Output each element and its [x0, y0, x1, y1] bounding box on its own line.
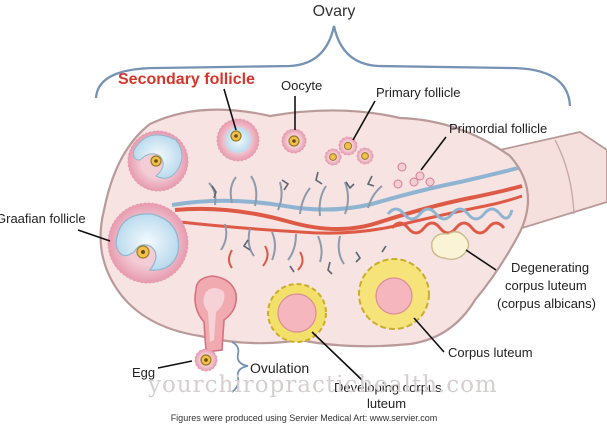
- label-ovulation: Ovulation: [250, 360, 309, 376]
- label-degenerating-line2: corpus luteum: [505, 278, 587, 293]
- secondary-follicle: [216, 118, 260, 162]
- label-oocyte: Oocyte: [281, 78, 322, 93]
- label-degenerating-line3: (corpus albicans): [497, 296, 596, 311]
- stromal-marks: [211, 171, 387, 275]
- credit-line: Figures were produced using Servier Medi…: [171, 413, 438, 423]
- released-egg: [194, 348, 218, 372]
- label-developing-line2: luteum: [367, 396, 406, 411]
- label-egg: Egg: [132, 365, 155, 380]
- primary-follicles: [324, 136, 374, 166]
- label-primordial-follicle: Primordial follicle: [449, 121, 547, 136]
- label-primary-follicle: Primary follicle: [376, 85, 461, 100]
- ruptured-follicle: [194, 275, 238, 353]
- oocyte-follicle: [281, 128, 307, 154]
- label-graafian-follicle: Graafian follicle: [0, 211, 86, 226]
- ligament-divider-2: [554, 139, 575, 215]
- leader-lines: [77, 88, 497, 381]
- ovulation-bracket: [231, 341, 249, 393]
- label-corpus-luteum: Corpus luteum: [448, 345, 533, 360]
- label-developing-line1: Developing corpus: [334, 380, 442, 395]
- corpus-luteum: [358, 258, 430, 330]
- graafian-follicle: [107, 202, 189, 284]
- blood-vessels: [171, 166, 523, 271]
- diagram-title: Ovary: [313, 3, 356, 20]
- ovary-bracket: [94, 25, 572, 107]
- primordial-follicles: [393, 162, 435, 189]
- antral-follicle: [127, 130, 189, 192]
- corpus-albicans: [431, 231, 470, 261]
- label-secondary-follicle: Secondary follicle: [118, 71, 255, 88]
- label-degenerating-line1: Degenerating: [511, 260, 589, 275]
- watermark: yourchiropractichealth.com: [147, 372, 498, 398]
- developing-corpus-luteum: [267, 283, 327, 343]
